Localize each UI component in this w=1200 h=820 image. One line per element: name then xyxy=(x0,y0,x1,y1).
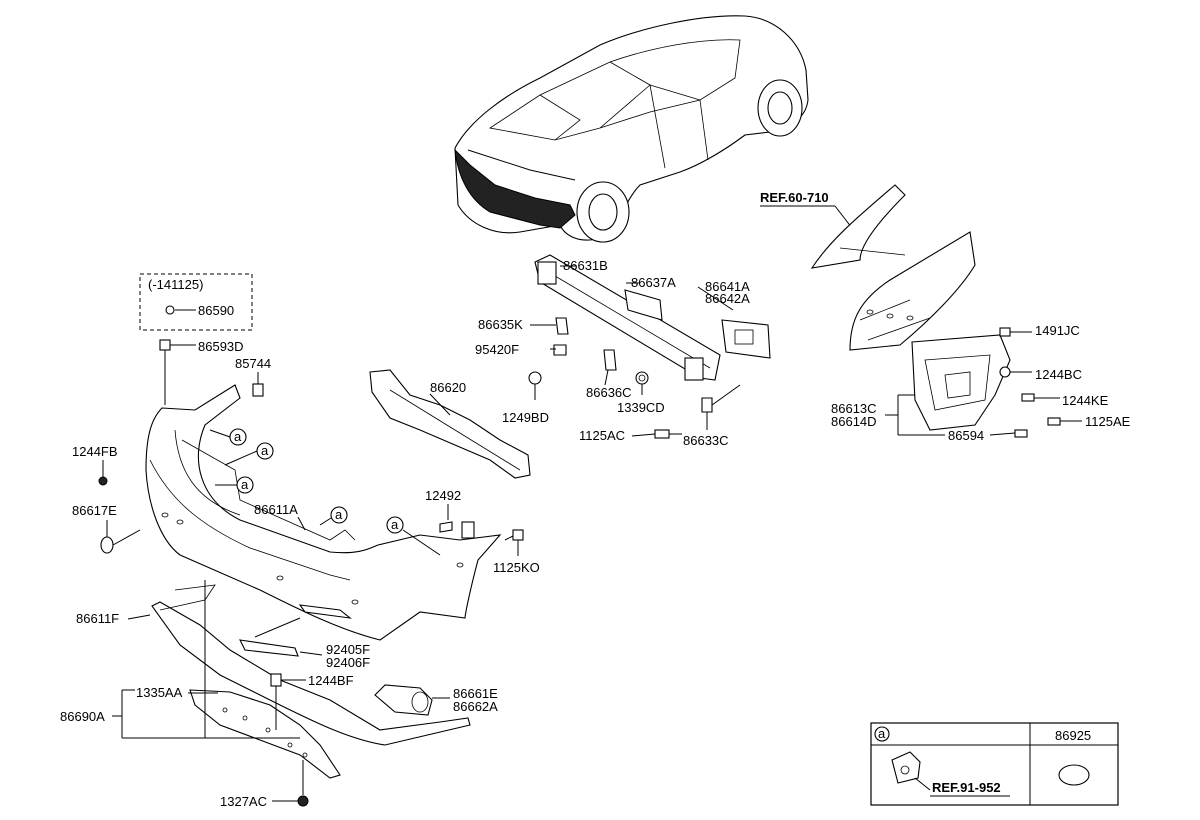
callout-letter: a xyxy=(335,507,343,522)
label-86642A: 86642A xyxy=(705,291,750,306)
body-panel-ref: REF.60-710 xyxy=(760,184,976,351)
legend-callout-a xyxy=(874,726,890,742)
screw-1244BF xyxy=(270,673,282,687)
variant-box xyxy=(139,273,253,331)
label-1244BC: 1244BC xyxy=(1035,367,1082,382)
legend-col-part: 86925 xyxy=(1055,728,1091,743)
label-86636C: 86636C xyxy=(586,385,632,400)
label-86594: 86594 xyxy=(948,428,984,443)
car-illustration xyxy=(454,15,809,243)
nut-1327AC xyxy=(297,795,309,807)
grommet-86925-icon xyxy=(1058,764,1090,786)
label-86611A: 86611A xyxy=(254,502,298,517)
label-92406F: 92406F xyxy=(326,655,370,670)
ref-60-710-label: REF.60-710 xyxy=(760,190,829,205)
label-1244BF: 1244BF xyxy=(308,673,354,688)
label-86620: 86620 xyxy=(430,380,466,395)
label-86631B: 86631B xyxy=(563,258,608,273)
callout-a-5 xyxy=(386,516,404,534)
label-1125AE: 1125AE xyxy=(1085,414,1131,429)
label-1125KO: 1125KO xyxy=(493,560,540,575)
callout-letter: a xyxy=(391,517,399,532)
label-12492: 12492 xyxy=(425,488,461,503)
label-95420F: 95420F xyxy=(475,342,519,357)
callouts: a a a a a xyxy=(209,428,441,556)
fog-lamp-86661E xyxy=(374,684,433,716)
legend-col-a: a xyxy=(878,726,886,741)
callout-letter: a xyxy=(234,429,242,444)
label-86590: 86590 xyxy=(198,303,234,318)
lower-garnish-86611F xyxy=(151,584,471,746)
label-86635K: 86635K xyxy=(478,317,523,332)
rear-bumper-cover xyxy=(145,384,502,641)
label-1249BD: 1249BD xyxy=(502,410,549,425)
parking-sensor-icon xyxy=(891,751,921,784)
label-86593D: 86593D xyxy=(198,339,244,354)
label-1491JC: 1491JC xyxy=(1035,323,1080,338)
label-1335AA: 1335AA xyxy=(136,685,183,700)
callout-letter: a xyxy=(241,477,249,492)
label-86641A: 86641A xyxy=(705,279,750,294)
clip-86593D xyxy=(159,339,171,351)
clip-86590 xyxy=(165,305,175,315)
label-86637A: 86637A xyxy=(631,275,676,290)
callout-letter: a xyxy=(261,443,269,458)
clip-85744 xyxy=(252,383,264,397)
screw-1244FB xyxy=(98,476,108,486)
callout-a-4 xyxy=(330,506,348,524)
label-86661E: 86661E xyxy=(453,686,498,701)
label-1339CD: 1339CD xyxy=(617,400,665,415)
energy-absorber xyxy=(369,369,531,479)
legend-table: a 86925 REF.91-952 xyxy=(870,722,1119,806)
label-86611F: 86611F xyxy=(76,611,119,626)
lower-plate-86690A xyxy=(189,689,341,779)
label-1244FB: 1244FB xyxy=(72,444,118,459)
label-1125AC: 1125AC xyxy=(579,428,625,443)
label-1327AC: 1327AC xyxy=(220,794,267,809)
label-85744: 85744 xyxy=(235,356,271,371)
label-86662A: 86662A xyxy=(453,699,498,714)
label-92405F: 92405F xyxy=(326,642,370,657)
label-86633C: 86633C xyxy=(683,433,729,448)
label-86690A: 86690A xyxy=(60,709,105,724)
legend-ref: REF.91-952 xyxy=(932,780,1001,795)
reflector-92405F xyxy=(239,639,299,657)
label-date-note: (-141125) xyxy=(148,277,203,292)
side-bracket-assembly xyxy=(911,327,1061,438)
label-86614D: 86614D xyxy=(831,414,877,429)
label-1244KE: 1244KE xyxy=(1062,393,1109,408)
label-86617E: 86617E xyxy=(72,503,117,518)
screw-1125KO xyxy=(512,529,524,541)
bumper-beam-assembly xyxy=(528,254,771,439)
screw-12492 xyxy=(439,521,453,533)
reflector-86617E xyxy=(100,536,114,554)
label-86613C: 86613C xyxy=(831,401,877,416)
clip-12492 xyxy=(461,521,475,539)
